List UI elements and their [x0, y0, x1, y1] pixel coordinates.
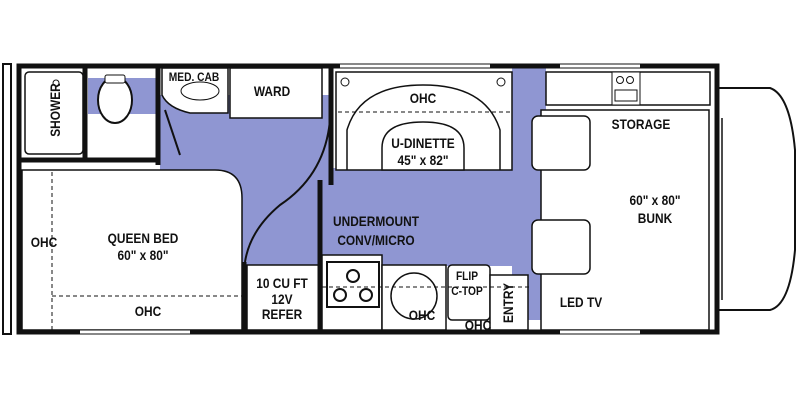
- conv-micro-label: CONV/MICRO: [337, 232, 415, 248]
- led-tv-label: LED TV: [559, 294, 603, 310]
- refer-label-1: 10 CU FT: [256, 275, 308, 291]
- interior-walls: [20, 66, 334, 332]
- stove: [321, 254, 383, 331]
- med-cab-sink: [161, 67, 229, 114]
- ctop-label: C-TOP: [451, 284, 483, 298]
- ohc-left-label: OHC: [30, 234, 58, 250]
- shower-label: SHOWER: [47, 83, 63, 137]
- queen-bed-label: QUEEN BED: [107, 230, 179, 246]
- dinette-ohc-label: OHC: [409, 90, 437, 106]
- ward-label: WARD: [253, 83, 291, 99]
- ohc-sink-label: OHC: [408, 307, 436, 323]
- dinette-table: [381, 121, 465, 171]
- wardrobe: [229, 67, 323, 119]
- entry-label: ENTRY: [500, 283, 516, 323]
- cab: [717, 87, 796, 311]
- cab-seat-top: [531, 115, 591, 171]
- cab-seat-bottom: [531, 219, 591, 275]
- dinette-size-label: 45" x 82": [397, 152, 449, 168]
- entry-door: [489, 274, 529, 331]
- rear-bumper: [2, 63, 12, 335]
- windows: [80, 64, 640, 334]
- dinette-label: U-DINETTE: [391, 135, 455, 151]
- toilet: [97, 76, 133, 124]
- bunk-size-label: 60" x 80": [629, 192, 681, 208]
- refer-label-2: 12V: [271, 291, 293, 307]
- bunk-label: BUNK: [637, 210, 673, 226]
- refer-label-3: REFER: [261, 306, 303, 322]
- undermount-label: UNDERMOUNT: [333, 213, 419, 229]
- queen-size-label: 60" x 80": [117, 247, 169, 263]
- med-cab-label: MED. CAB: [168, 70, 220, 84]
- ohc-entry-label: OHC: [464, 317, 492, 333]
- door-swing: [244, 119, 331, 263]
- flip-label: FLIP: [455, 269, 479, 283]
- storage-label: STORAGE: [611, 116, 671, 132]
- floor-area: [88, 68, 550, 320]
- ohc-bed-label: OHC: [134, 303, 162, 319]
